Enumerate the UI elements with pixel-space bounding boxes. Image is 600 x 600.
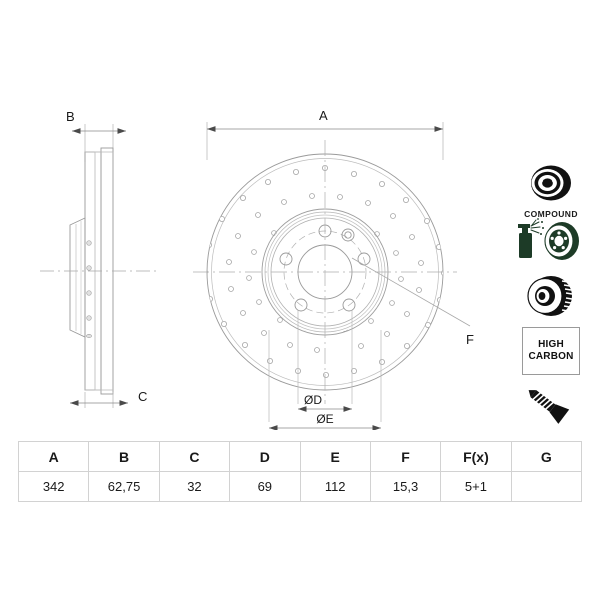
- dimension-label-e: ØE: [316, 412, 333, 426]
- dimension-label-b: B: [66, 109, 75, 124]
- compound-icon-block: COMPOUND: [505, 165, 597, 219]
- spec-header-e: E: [299, 441, 371, 472]
- spec-header-d: D: [229, 441, 301, 472]
- spec-table: A B C D E F F(x) G 342 62,75 32 69 112: [17, 441, 583, 502]
- high-carbon-block: HIGH CARBON: [505, 327, 597, 375]
- dimension-label-f: F: [466, 332, 474, 347]
- high-carbon-line-2: CARBON: [528, 351, 574, 362]
- compound-icon-caption: COMPOUND: [524, 209, 578, 219]
- spec-table-container: A B C D E F F(x) G 342 62,75 32 69 112: [17, 441, 583, 502]
- feature-icon-column: COMPOUND: [505, 165, 597, 424]
- coating-spray-icon: [518, 218, 579, 260]
- spec-table-header-row: A B C D E F F(x) G: [17, 441, 583, 472]
- face-view: A: [193, 108, 474, 430]
- dimension-label-c: C: [138, 389, 147, 404]
- drilled-holes-pattern: [207, 164, 443, 382]
- spec-header-a: A: [17, 441, 90, 472]
- spec-value-a: 342: [17, 471, 90, 502]
- dimension-label-a: A: [319, 108, 328, 123]
- spec-header-f: F: [369, 441, 442, 472]
- spec-value-b: 62,75: [88, 471, 160, 502]
- section-bolt-holes: [86, 240, 92, 338]
- screw-icon: [528, 390, 570, 424]
- spec-header-b: B: [88, 441, 160, 472]
- spec-value-d: 69: [229, 471, 301, 502]
- spec-value-f: 15,3: [369, 471, 442, 502]
- centerlines-face: [193, 140, 457, 404]
- spec-value-fx: 5+1: [440, 471, 512, 502]
- spec-header-fx: F(x): [440, 441, 512, 472]
- spec-table-value-row: 342 62,75 32 69 112 15,3 5+1: [17, 471, 583, 502]
- leader-line-f: [351, 257, 471, 327]
- compound-disc-icon: [531, 165, 571, 201]
- spec-value-e: 112: [299, 471, 371, 502]
- spec-header-c: C: [158, 441, 231, 472]
- coating-icon-block: [505, 217, 597, 268]
- dimension-label-d: ØD: [304, 393, 322, 407]
- spec-header-g: G: [510, 441, 583, 472]
- side-section-view: B: [40, 109, 160, 408]
- vented-icon-block: [505, 273, 597, 324]
- ventilated-disc-icon: [527, 276, 573, 316]
- high-carbon-badge: HIGH CARBON: [522, 327, 580, 375]
- spec-value-g: [510, 471, 583, 502]
- locating-hole: [341, 228, 355, 242]
- spec-value-c: 32: [158, 471, 231, 502]
- diameter-extension-lines: [268, 310, 382, 422]
- technical-drawing: B: [40, 108, 474, 430]
- high-carbon-line-1: HIGH: [538, 339, 564, 350]
- screw-icon-block: [505, 387, 597, 432]
